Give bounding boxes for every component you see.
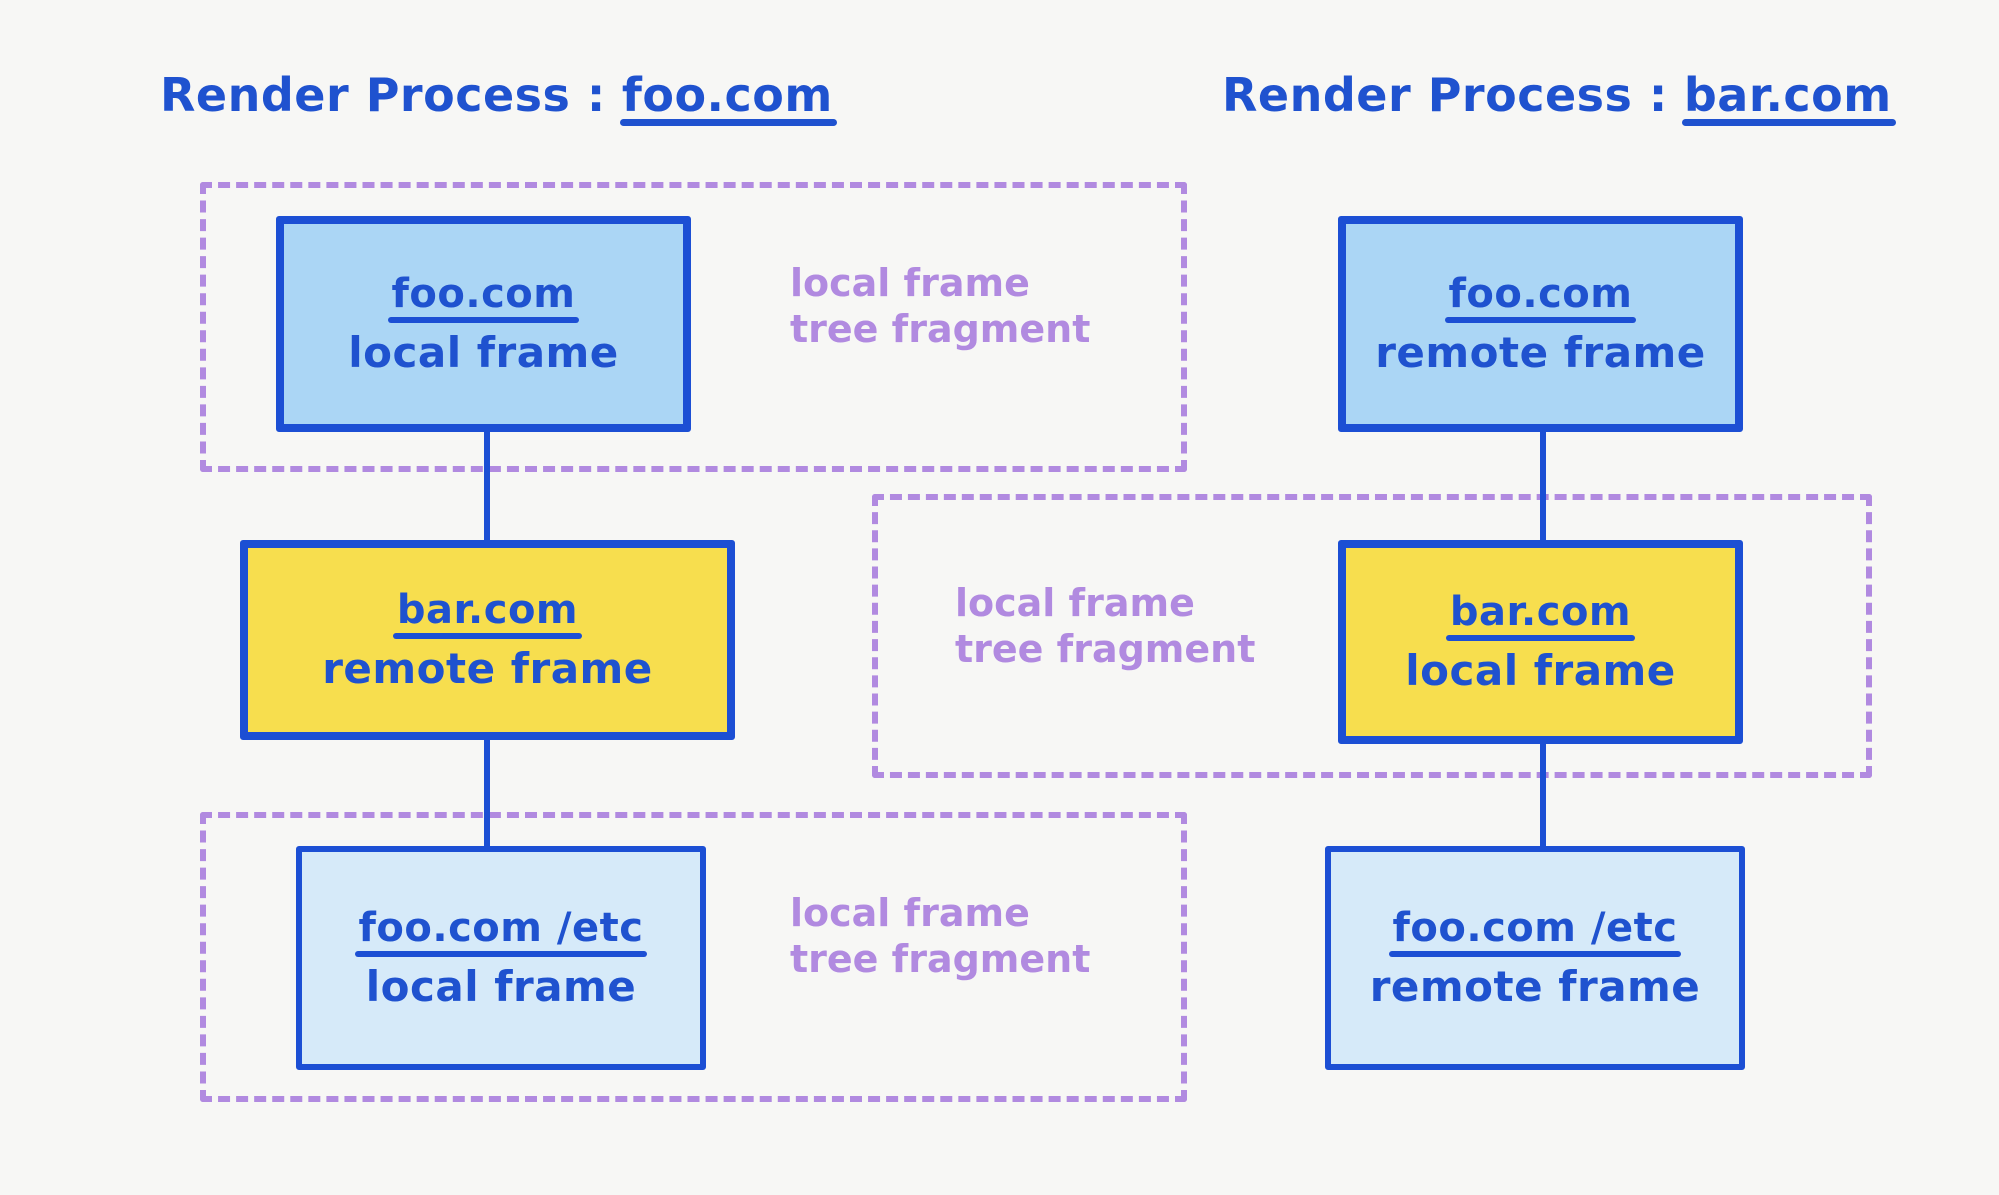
- frame-url: bar.com: [391, 589, 584, 641]
- connector-right-bottom: [1540, 738, 1546, 850]
- fragment-label-left-bottom: local frame tree fragment: [790, 891, 1091, 982]
- fragment-outline-left-top: [200, 182, 1187, 472]
- connector-left-bottom: [484, 735, 490, 850]
- frame-box-left-foo-local[interactable]: foo.com local frame: [276, 216, 691, 432]
- fragment-outline-right-middle: [872, 494, 1872, 778]
- frame-box-right-foo-remote[interactable]: foo.com remote frame: [1338, 216, 1743, 432]
- frame-kind: local frame: [348, 327, 619, 377]
- frame-url: foo.com /etc: [1387, 907, 1684, 959]
- frame-kind: remote frame: [322, 643, 653, 693]
- origin-highlight-foo: foo.com: [616, 66, 843, 126]
- fragment-outline-left-bottom: [200, 812, 1187, 1102]
- frame-url: bar.com: [1444, 591, 1637, 643]
- fragment-label-left-top: local frame tree fragment: [790, 261, 1091, 352]
- frame-url: foo.com: [1443, 273, 1639, 325]
- frame-kind: local frame: [1405, 645, 1676, 695]
- render-process-title-foo: Render Process : foo.com: [160, 66, 843, 126]
- frame-box-right-bar-local[interactable]: bar.com local frame: [1338, 540, 1743, 744]
- fragment-label-right-middle: local frame tree fragment: [955, 581, 1256, 672]
- frame-kind: remote frame: [1375, 327, 1706, 377]
- frame-kind: local frame: [365, 961, 637, 1011]
- render-process-label-bar: Render Process :: [1222, 68, 1668, 122]
- frame-kind: remote frame: [1369, 961, 1701, 1011]
- frame-url: foo.com /etc: [353, 907, 650, 959]
- frame-box-left-bar-remote[interactable]: bar.com remote frame: [240, 540, 735, 740]
- frame-box-right-fooetc-remote[interactable]: foo.com /etc remote frame: [1325, 846, 1745, 1070]
- connector-left-top: [484, 430, 490, 545]
- render-process-title-bar: Render Process : bar.com: [1222, 66, 1902, 126]
- frame-url: foo.com: [386, 273, 582, 325]
- frame-box-left-fooetc-local[interactable]: foo.com /etc local frame: [296, 846, 706, 1070]
- connector-right-top: [1540, 430, 1546, 545]
- render-process-label-foo: Render Process :: [160, 68, 606, 122]
- origin-highlight-bar: bar.com: [1678, 66, 1902, 126]
